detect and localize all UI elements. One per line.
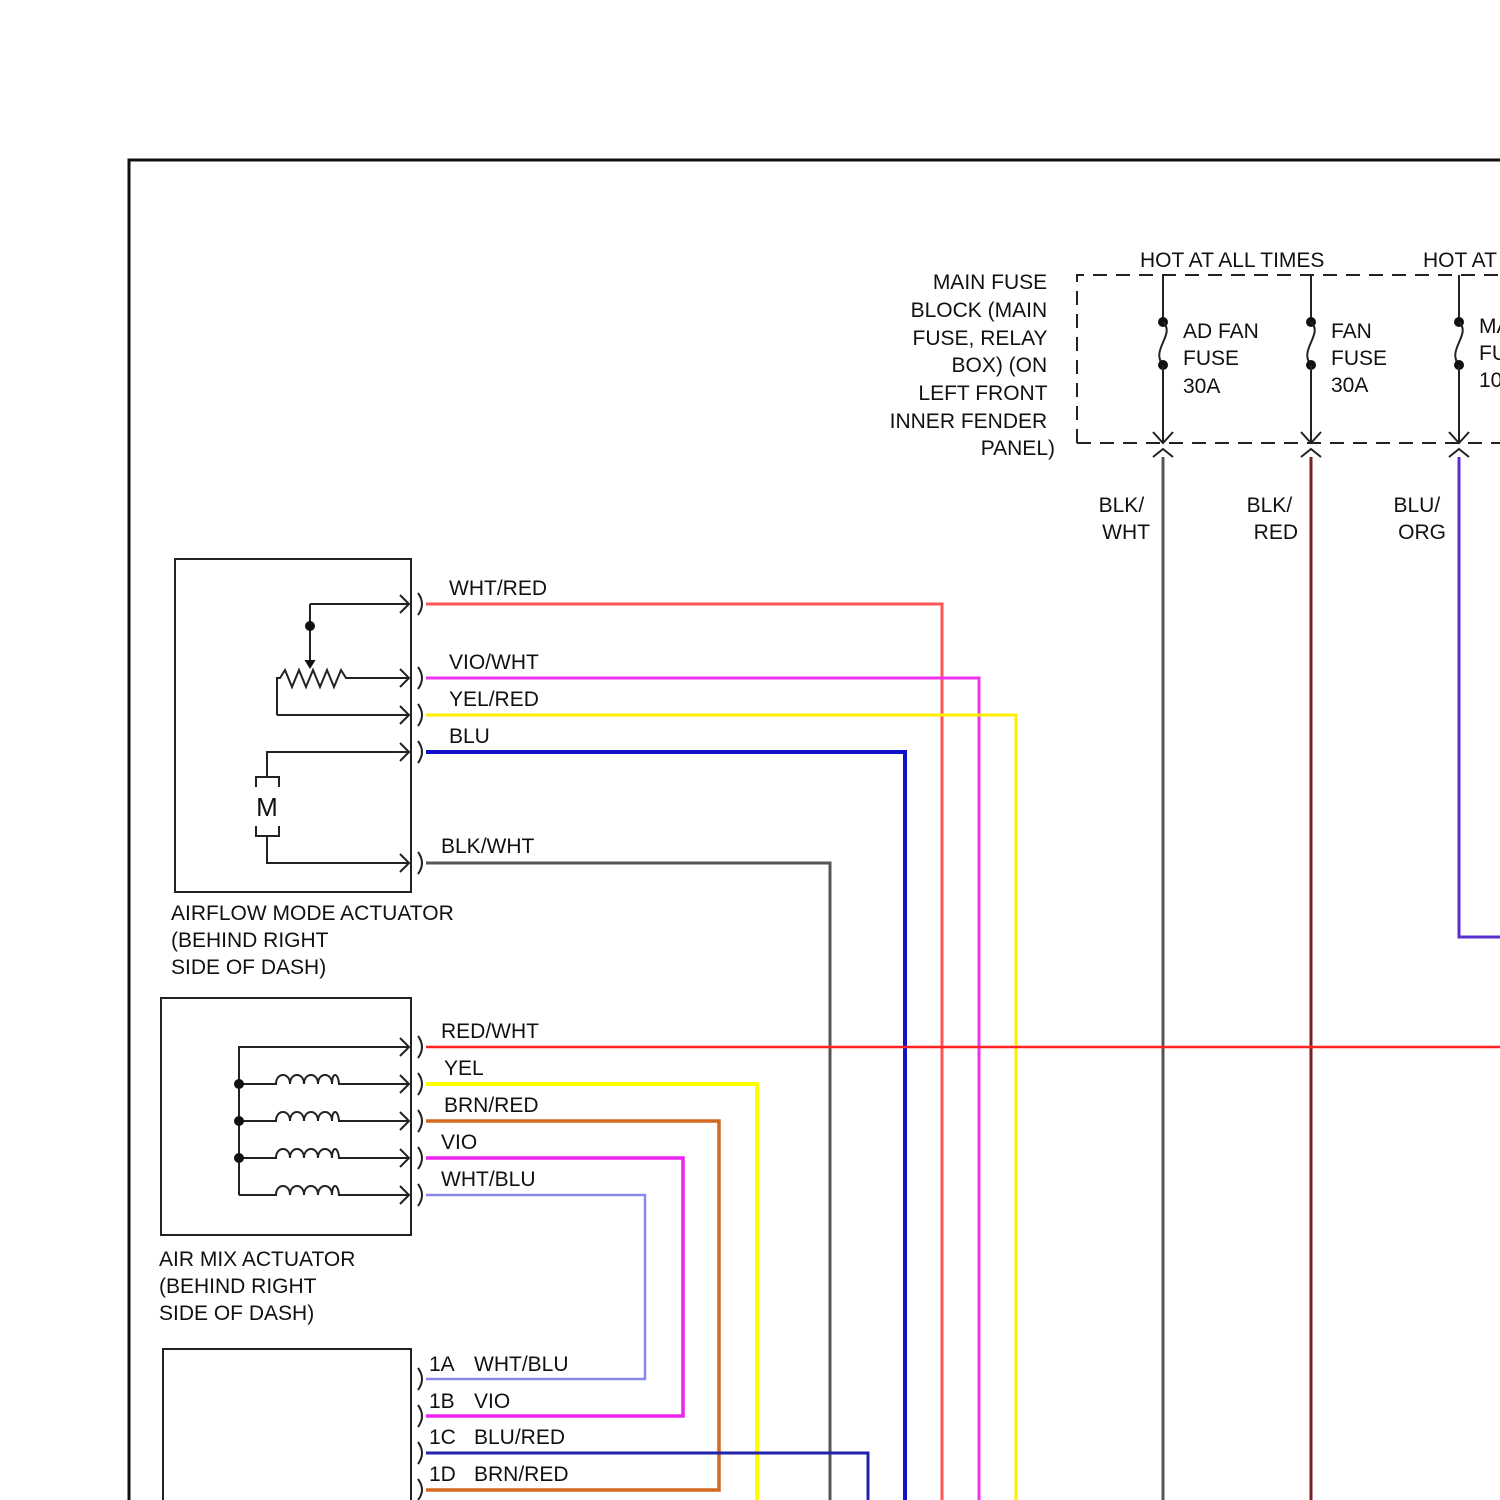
airflow-mode-actuator: M WHT/RED VIO/WHT YEL/RED BLU BLK/WHT AI… bbox=[171, 559, 547, 979]
fan-fuse-label: FAN FUSE 30A bbox=[1331, 320, 1393, 397]
pin-1d-label: 1D bbox=[429, 1463, 456, 1486]
fan-fuse: FAN FUSE 30A bbox=[1301, 275, 1393, 457]
ad-fan-fuse: AD FAN FUSE 30A bbox=[1153, 275, 1265, 457]
airflow-actuator-box bbox=[175, 559, 411, 892]
air-mix-wire-label-wht-blu: WHT/BLU bbox=[441, 1168, 536, 1191]
fuse-block-dashed-outline bbox=[1077, 275, 1500, 443]
pin-1a-wire-label: WHT/BLU bbox=[474, 1353, 569, 1376]
hot-at-label: HOT AT bbox=[1423, 249, 1497, 272]
pin-1d-wire-label: BRN/RED bbox=[474, 1463, 569, 1486]
wire-runs bbox=[426, 604, 1500, 1500]
fuse-block: MAIN FUSE BLOCK (MAIN FUSE, RELAY BOX) (… bbox=[890, 247, 1500, 1500]
air-mix-wire-label-red-wht: RED/WHT bbox=[441, 1020, 539, 1043]
blu-org-feed-label: BLU/ ORG bbox=[1393, 494, 1446, 544]
pin-1a-label: 1A bbox=[429, 1353, 455, 1376]
air-mix-actuator-box bbox=[161, 998, 411, 1235]
pin-1b-label: 1B bbox=[429, 1390, 455, 1413]
air-mix-wire-label-brn-red: BRN/RED bbox=[444, 1094, 539, 1117]
third-fuse: MA FU 10 bbox=[1449, 275, 1500, 457]
wire-vio-wht bbox=[426, 678, 979, 1500]
airflow-actuator-label: AIRFLOW MODE ACTUATOR (BEHIND RIGHT SIDE… bbox=[171, 902, 460, 979]
airflow-wire-label-blu: BLU bbox=[449, 725, 490, 748]
pin-1c-wire-label: BLU/RED bbox=[474, 1426, 565, 1449]
airflow-wire-label-yel-red: YEL/RED bbox=[449, 688, 539, 711]
ad-fan-fuse-label: AD FAN FUSE 30A bbox=[1183, 320, 1265, 398]
fuse-block-label: MAIN FUSE BLOCK (MAIN FUSE, RELAY BOX) (… bbox=[890, 271, 1055, 460]
airflow-wire-label-blk-wht: BLK/WHT bbox=[441, 835, 535, 858]
motor-symbol: M bbox=[256, 792, 278, 822]
wire-wht-blu bbox=[426, 1195, 645, 1379]
blu-org-feed-wire bbox=[1459, 457, 1500, 937]
airflow-wire-label-wht-red: WHT/RED bbox=[449, 577, 547, 600]
page-frame bbox=[129, 160, 1500, 1500]
hot-at-all-times-label: HOT AT ALL TIMES bbox=[1140, 249, 1324, 272]
airflow-wire-label-vio-wht: VIO/WHT bbox=[449, 651, 539, 674]
third-fuse-label: MA FU 10 bbox=[1479, 315, 1500, 392]
control-unit-box bbox=[163, 1349, 411, 1500]
blk-red-feed-label: BLK/ RED bbox=[1247, 494, 1298, 544]
control-unit: 1A WHT/BLU 1B VIO 1C BLU/RED 1D BRN/RED bbox=[163, 1349, 569, 1500]
pin-1b-wire-label: VIO bbox=[474, 1390, 510, 1413]
air-mix-wire-label-vio: VIO bbox=[441, 1131, 477, 1154]
air-mix-actuator-label: AIR MIX ACTUATOR (BEHIND RIGHT SIDE OF D… bbox=[159, 1248, 361, 1325]
blk-wht-feed-label: BLK/ WHT bbox=[1099, 494, 1151, 544]
air-mix-wire-label-yel: YEL bbox=[444, 1057, 484, 1080]
pin-1c-label: 1C bbox=[429, 1426, 456, 1449]
